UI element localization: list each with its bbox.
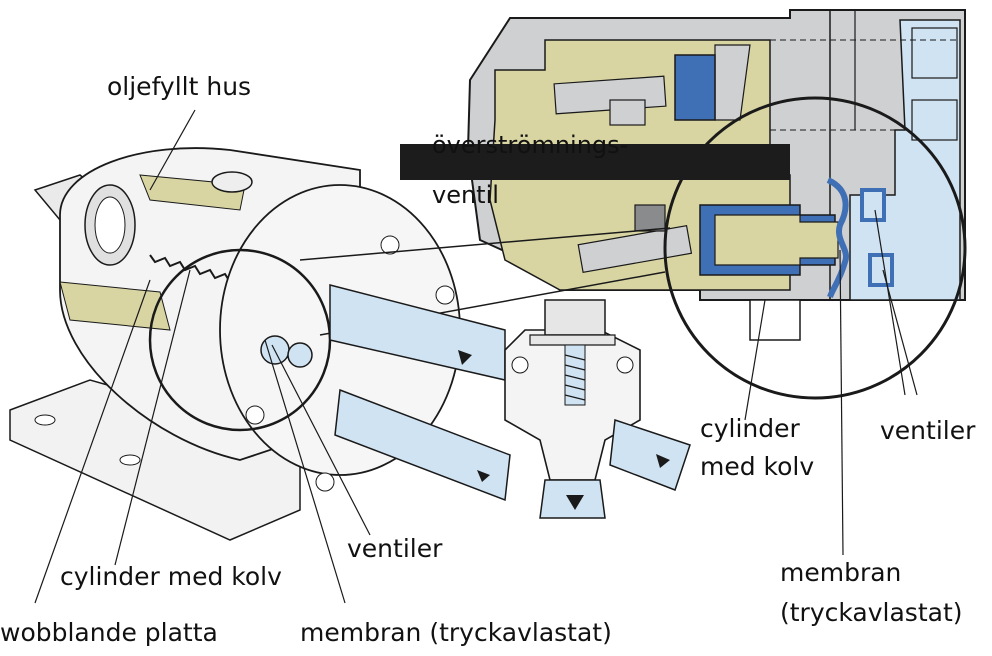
inlet-pipe [334, 388, 511, 502]
section-blue-block [674, 54, 716, 121]
flow-arrow-outlet [458, 350, 472, 365]
water-pipes [329, 284, 691, 519]
redaction-bar [400, 144, 790, 180]
section-valve-upper [860, 188, 886, 222]
label-membrane-left: membran (tryckavlastat) [300, 618, 612, 647]
section-piston [714, 214, 839, 266]
flow-arrow-right [656, 454, 670, 468]
label-oil-housing: oljefyllt hus [107, 72, 252, 101]
leader-lines [34, 109, 918, 604]
label-valves-center: ventiler [347, 534, 443, 563]
label-membrane-right: membran (tryckavlastat) [780, 558, 963, 627]
label-valves-right: ventiler [880, 416, 976, 445]
label-cylinder-piston-left: cylinder med kolv [60, 562, 282, 591]
section-water-chamber [849, 19, 961, 301]
label-overflow-valve: överströmnings- ventil [432, 131, 629, 209]
section-membrane [826, 177, 850, 299]
section-magnifier-circle [663, 96, 967, 400]
exit-pipe-right [609, 418, 691, 491]
section-valve-lower [868, 253, 894, 287]
label-cylinder-piston-right: cylinder med kolv [700, 414, 815, 481]
flow-arrow-inlet [477, 470, 490, 482]
flow-arrow-down [566, 495, 584, 510]
label-wobble-plate: wobblande platta [0, 618, 218, 647]
cross-section-view [400, 9, 967, 400]
